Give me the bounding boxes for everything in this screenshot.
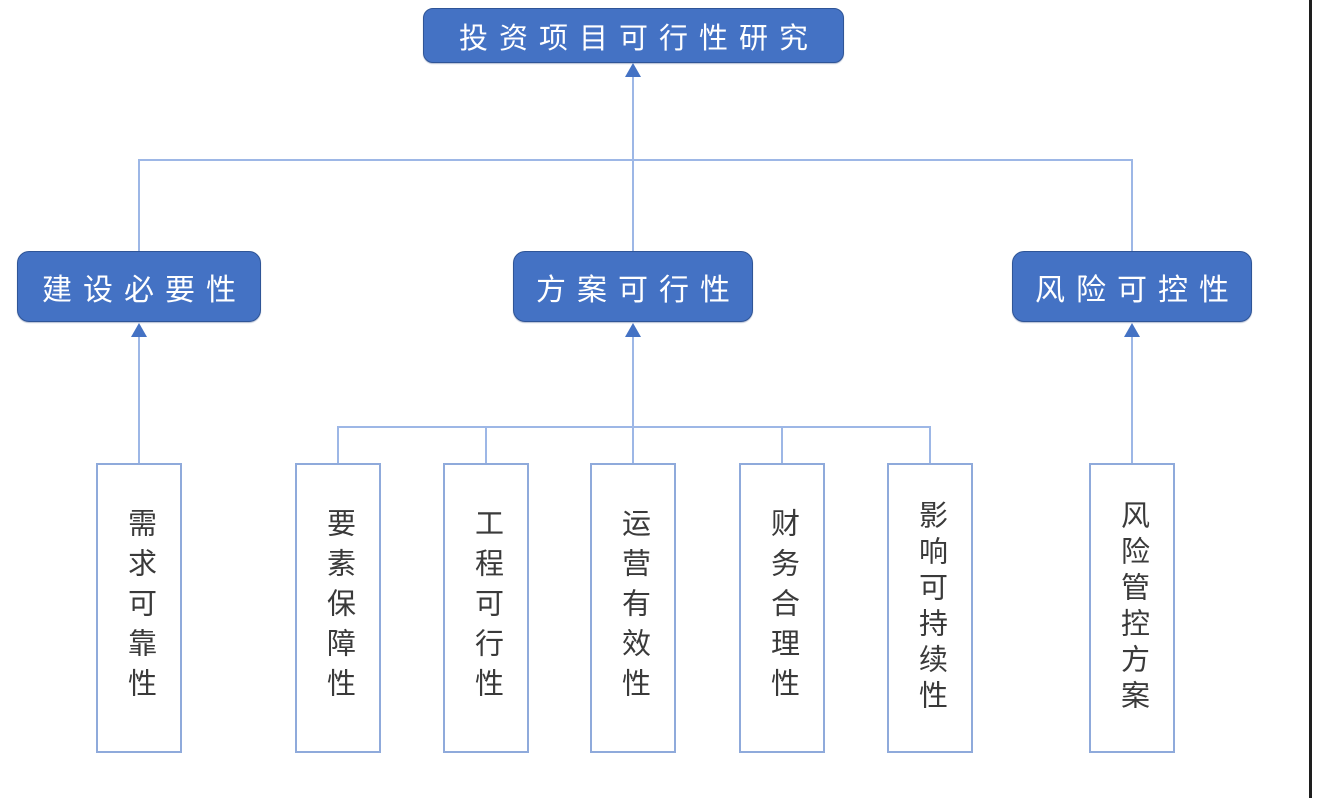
- leaf-operation-effectiveness: 运营有效性: [590, 463, 676, 753]
- leaf-label: 财务合理性: [766, 508, 799, 708]
- leaf-impact-sustainability: 影响可持续性: [887, 463, 973, 753]
- connector-drop-leaf6: [929, 427, 931, 463]
- leaf-label: 运营有效性: [617, 508, 650, 708]
- arrowhead-into-left-node: [131, 323, 147, 337]
- arrowhead-into-root: [625, 63, 641, 77]
- connector-right-column: [1131, 328, 1133, 463]
- node-construction-necessity: 建设必要性: [17, 251, 261, 322]
- connector-drop-left: [138, 160, 140, 252]
- node-label: 方案可行性: [536, 273, 741, 307]
- connector-drop-leaf3: [485, 427, 487, 463]
- node-root-label: 投资项目可行性研究: [458, 22, 819, 55]
- connector-middle-stem: [632, 328, 634, 463]
- connector-level3-bar: [337, 426, 931, 428]
- right-edge-line: [1309, 0, 1312, 798]
- node-root: 投资项目可行性研究: [423, 8, 844, 63]
- leaf-label: 影响可持续性: [914, 500, 947, 716]
- leaf-label: 要素保障性: [322, 508, 355, 708]
- connector-drop-right: [1131, 160, 1133, 252]
- connector-level1-bar: [138, 159, 1133, 161]
- connector-drop-leaf2: [337, 427, 339, 463]
- node-plan-feasibility: 方案可行性: [513, 251, 753, 322]
- leaf-risk-control-plan: 风险管控方案: [1089, 463, 1175, 753]
- connector-drop-leaf5: [781, 427, 783, 463]
- node-risk-controllability: 风险可控性: [1012, 251, 1252, 322]
- leaf-demand-reliability: 需求可靠性: [96, 463, 182, 753]
- leaf-label: 需求可靠性: [123, 508, 156, 708]
- arrowhead-into-middle-node: [625, 323, 641, 337]
- leaf-label: 风险管控方案: [1116, 500, 1149, 716]
- leaf-label: 工程可行性: [470, 508, 503, 708]
- leaf-engineering-feasibility: 工程可行性: [443, 463, 529, 753]
- node-label: 风险可控性: [1035, 273, 1240, 307]
- node-label: 建设必要性: [42, 273, 247, 307]
- connector-left-column: [138, 328, 140, 463]
- leaf-element-guarantee: 要素保障性: [295, 463, 381, 753]
- leaf-financial-reasonableness: 财务合理性: [739, 463, 825, 753]
- arrowhead-into-right-node: [1124, 323, 1140, 337]
